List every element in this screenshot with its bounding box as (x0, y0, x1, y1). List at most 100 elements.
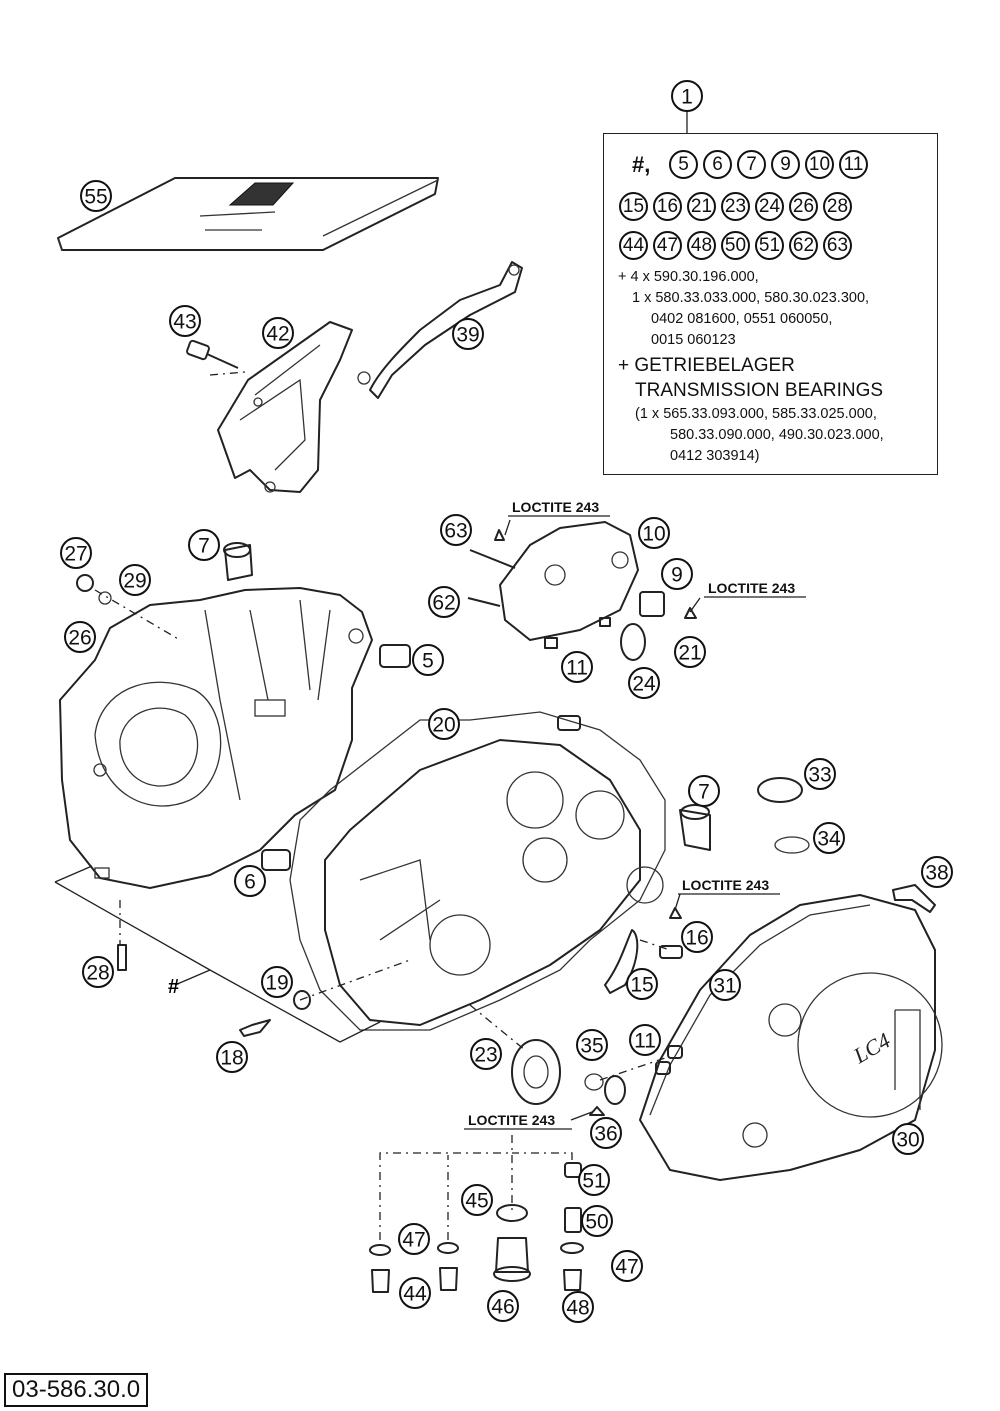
callout-48: 48 (562, 1291, 594, 1323)
kit-item: 11 (839, 150, 868, 179)
kit-item: 23 (721, 192, 750, 221)
callout-30: 30 (892, 1123, 924, 1155)
kit-contents-box: #, 5 6 7 9 10 11 15 16 21 23 24 26 28 44… (603, 133, 938, 475)
callout-10: 10 (638, 517, 670, 549)
kit-row-3: 44 47 48 50 51 62 63 (619, 231, 852, 260)
loctite-label-4: LOCTITE 243 (468, 1112, 555, 1128)
callout-36: 36 (590, 1117, 622, 1149)
svg-text:31: 31 (713, 975, 736, 998)
svg-text:21: 21 (678, 642, 701, 665)
svg-text:47: 47 (402, 1229, 425, 1252)
callout-24: 24 (628, 667, 660, 699)
svg-text:1: 1 (681, 86, 693, 109)
callout-35: 35 (576, 1029, 608, 1061)
kit-line-5: + GETRIEBELAGER (618, 355, 795, 376)
svg-text:35: 35 (580, 1035, 603, 1058)
kit-item: 10 (805, 150, 834, 179)
callout-47a: 47 (398, 1223, 430, 1255)
small-parts (76, 529, 936, 1293)
kit-row-1: #, 5 6 7 9 10 11 (632, 150, 868, 179)
callout-45: 45 (461, 1184, 493, 1216)
callout-43: 43 (169, 305, 201, 337)
callout-11a: 11 (561, 651, 593, 683)
svg-text:24: 24 (632, 673, 656, 696)
loctite-label-2: LOCTITE 243 (708, 580, 795, 596)
kit-item: 47 (653, 231, 682, 260)
kit-item: 51 (755, 231, 784, 260)
svg-text:10: 10 (642, 523, 665, 546)
callout-34: 34 (813, 822, 845, 854)
svg-text:55: 55 (84, 186, 107, 209)
callout-46: 46 (487, 1290, 519, 1322)
kit-item: 48 (687, 231, 716, 260)
callout-7b: 7 (688, 775, 720, 807)
kit-line-1: + 4 x 590.30.196.000, (618, 269, 759, 285)
svg-text:23: 23 (474, 1044, 497, 1067)
callout-55: 55 (80, 180, 112, 212)
svg-text:34: 34 (817, 828, 841, 851)
callout-9: 9 (661, 558, 693, 590)
callout-6: 6 (234, 865, 266, 897)
kit-item: 16 (653, 192, 682, 221)
callout-26: 26 (64, 621, 96, 653)
engine-mount (499, 521, 639, 641)
svg-text:18: 18 (220, 1047, 243, 1070)
svg-text:27: 27 (64, 543, 87, 566)
callout-19: 19 (261, 966, 293, 998)
svg-text:47: 47 (615, 1256, 638, 1279)
svg-text:63: 63 (444, 520, 467, 543)
sprocket-cover (217, 321, 353, 493)
svg-text:26: 26 (68, 627, 91, 650)
svg-text:30: 30 (896, 1129, 919, 1152)
svg-text:39: 39 (456, 324, 479, 347)
svg-text:36: 36 (594, 1123, 617, 1146)
kit-line-3: 0402 081600, 0551 060050, (651, 311, 833, 327)
svg-text:50: 50 (585, 1211, 608, 1234)
loctite-label-1: LOCTITE 243 (512, 499, 599, 515)
drawing-number: 03-586.30.0 (4, 1373, 149, 1407)
svg-text:20: 20 (432, 714, 455, 737)
loctite-label-3: LOCTITE 243 (682, 877, 769, 893)
callout-38: 38 (921, 856, 953, 888)
callout-27: 27 (60, 537, 92, 569)
gasket-kit-sheet (57, 177, 439, 251)
callout-20: 20 (428, 708, 460, 740)
kit-item: 50 (721, 231, 750, 260)
svg-text:51: 51 (582, 1170, 605, 1193)
svg-text:15: 15 (630, 974, 653, 997)
kit-line-4: 0015 060123 (651, 332, 736, 348)
ktm-logo-icon (228, 182, 295, 206)
callout-44: 44 (399, 1277, 431, 1309)
svg-text:11: 11 (634, 1030, 656, 1053)
callout-21: 21 (674, 636, 706, 668)
callout-31: 31 (709, 969, 741, 1001)
svg-text:33: 33 (808, 764, 831, 787)
hash-label: # (168, 976, 179, 998)
svg-text:44: 44 (403, 1283, 427, 1306)
kit-item: 63 (823, 231, 852, 260)
callout-5: 5 (412, 644, 444, 676)
loctite-labels: LOCTITE 243 LOCTITE 243 LOCTITE 243 LOCT… (168, 499, 806, 1130)
kit-item: 15 (619, 192, 648, 221)
kit-item: 44 (619, 231, 648, 260)
svg-text:42: 42 (266, 323, 289, 346)
kit-item: 9 (771, 150, 800, 179)
callout-47b: 47 (611, 1250, 643, 1282)
svg-text:29: 29 (123, 570, 146, 593)
kit-item: 62 (789, 231, 818, 260)
kit-item: 26 (789, 192, 818, 221)
bolt-43 (186, 339, 239, 369)
callout-28: 28 (82, 956, 114, 988)
kit-item: 7 (737, 150, 766, 179)
cover-lettering: LC4 (848, 1028, 894, 1069)
callout-29: 29 (119, 564, 151, 596)
kit-item: 6 (703, 150, 732, 179)
svg-text:28: 28 (86, 962, 109, 985)
callout-51: 51 (578, 1164, 610, 1196)
kit-item: 5 (669, 150, 698, 179)
callout-63: 63 (440, 514, 472, 546)
svg-text:7: 7 (198, 535, 210, 558)
reference-lines (54, 110, 701, 1240)
callout-33: 33 (804, 758, 836, 790)
